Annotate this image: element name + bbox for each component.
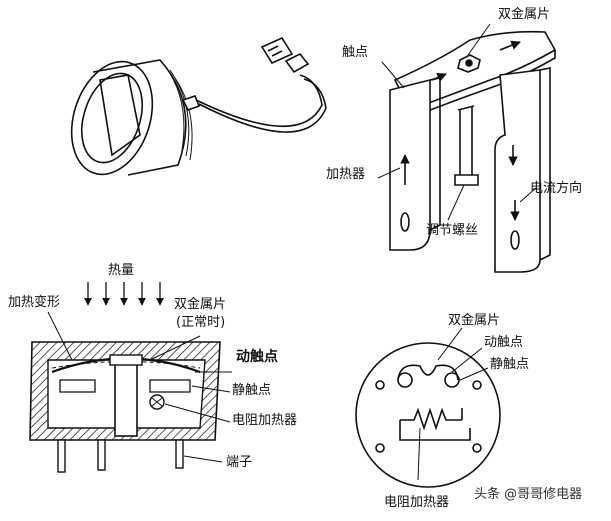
label-bimetal-top: 双金属片 [498,7,551,22]
label-heat-deformation: 加热变形 [8,295,61,310]
bottom-left-cross-section [29,282,232,473]
label-bimetal-bl: 双金属片 [174,297,227,312]
label-moving-contact-bl: 动触点 [236,349,278,365]
label-normal-state: (正常时) [176,315,226,330]
bottom-right-top-view [355,327,501,488]
label-moving-contact-br: 动触点 [484,335,524,350]
label-heater-top: 加热器 [326,167,366,182]
thermostat-device-illustration [70,36,327,176]
watermark: 头条 @哥哥修电器 [474,487,583,502]
label-adjust-screw: 调节螺丝 [426,223,479,238]
label-static-contact-br: 静触点 [490,357,530,372]
label-heat: 热量 [108,263,135,278]
label-terminal: 端子 [226,455,253,470]
label-current-direction: 电流方向 [530,181,583,196]
label-contact-top: 触点 [342,45,369,60]
label-resistance-heater-bl: 电阻加热器 [232,413,298,428]
label-bimetal-br: 双金属片 [448,313,501,328]
label-resistance-heater-br: 电阻加热器 [384,495,450,510]
top-right-mechanism [389,30,557,273]
label-static-contact-bl: 静触点 [232,383,272,398]
top-right-leaders [377,23,537,221]
